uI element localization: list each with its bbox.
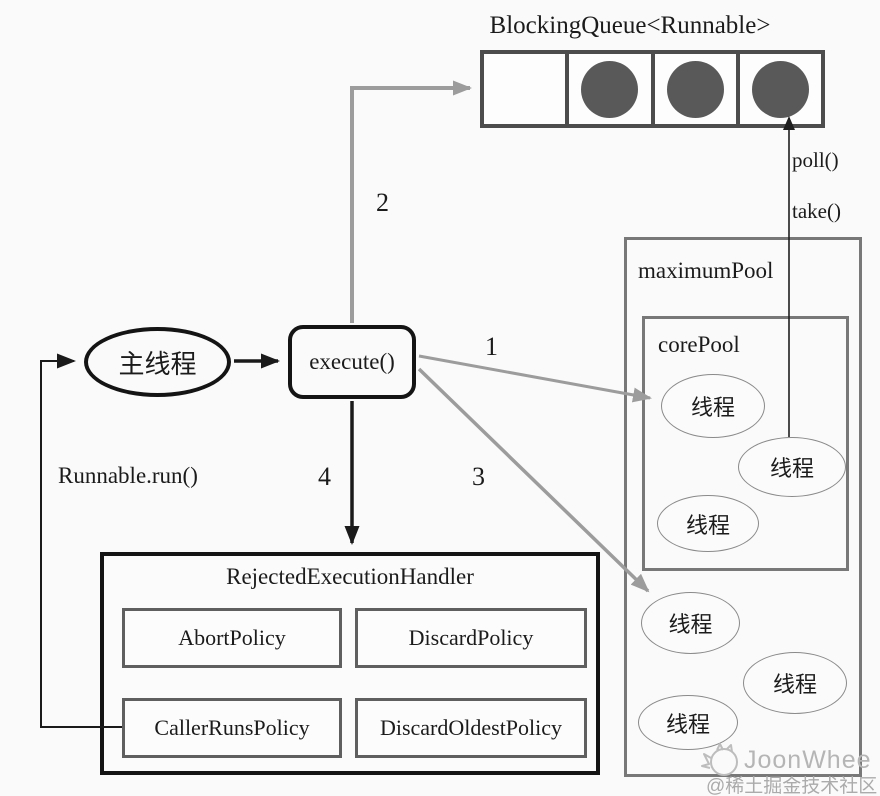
blocking-queue-title: BlockingQueue<Runnable> — [489, 12, 771, 39]
step-label-4: 4 — [318, 462, 331, 491]
queued-task-dot-icon — [751, 60, 809, 118]
execute-node: execute() — [288, 325, 416, 399]
step2-execute-to-queue-arrow — [350, 80, 472, 323]
discard-oldest-policy-box: DiscardOldestPolicy — [355, 698, 587, 758]
poll-method-label: poll() — [792, 148, 839, 172]
core-pool-label: corePool — [658, 332, 740, 357]
queue-cell — [735, 54, 821, 124]
juejin-mascot-icon — [701, 743, 738, 776]
take-method-label: take() — [792, 199, 841, 223]
caller-runs-policy-box: CallerRunsPolicy — [122, 698, 342, 758]
watermark-community: @稀土掘金技术社区 — [706, 776, 878, 796]
maximum-pool-label: maximumPool — [638, 258, 774, 283]
core-thread-node: 线程 — [657, 495, 759, 552]
rejected-execution-handler-title: RejectedExecutionHandler — [226, 564, 474, 589]
step1-execute-to-corepool-arrow — [418, 354, 652, 403]
step-label-1: 1 — [485, 332, 498, 361]
watermark-author: JoonWhee — [744, 746, 872, 774]
max-thread-node: 线程 — [743, 652, 847, 714]
main-thread-node: 主线程 — [84, 327, 231, 397]
runnable-run-label: Runnable.run() — [58, 463, 198, 488]
queue-cell — [484, 54, 565, 124]
discard-policy-box: DiscardPolicy — [355, 608, 587, 668]
abort-policy-box: AbortPolicy — [122, 608, 342, 668]
blocking-queue-box — [480, 50, 825, 128]
queue-cell — [565, 54, 650, 124]
step-label-3: 3 — [472, 462, 485, 491]
queue-cell — [650, 54, 736, 124]
core-thread-node: 线程 — [661, 374, 765, 438]
queued-task-dot-icon — [581, 60, 639, 118]
core-thread-node: 线程 — [738, 437, 846, 497]
max-thread-node: 线程 — [641, 592, 740, 654]
max-thread-node: 线程 — [638, 695, 738, 750]
queued-task-dot-icon — [666, 60, 724, 118]
step-label-2: 2 — [376, 188, 389, 217]
